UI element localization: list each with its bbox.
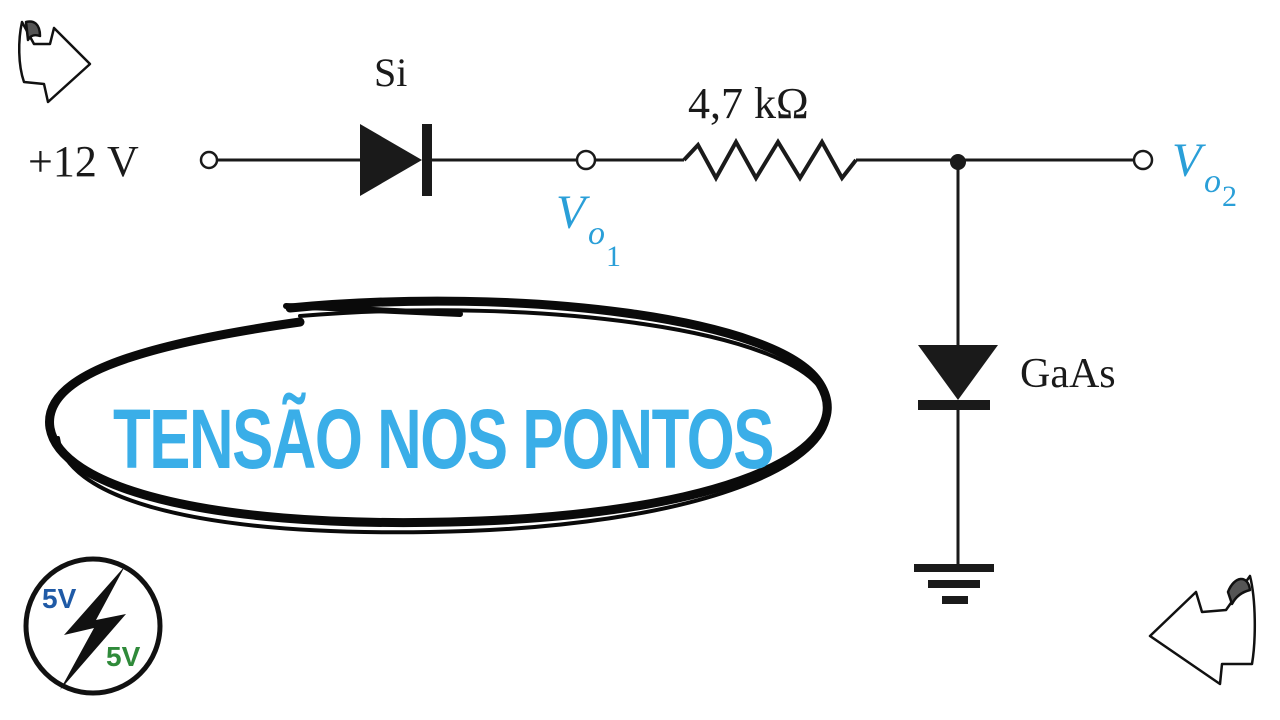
banner-ellipse [45, 296, 832, 535]
source-label: +12 V [28, 137, 139, 186]
gaas-label: GaAs [1020, 351, 1116, 397]
vo1-label: V o 1 [556, 186, 621, 273]
wires [216, 137, 1134, 565]
resistor-label: 4,7 kΩ [688, 79, 809, 128]
logo-bottom-text: 5V [106, 641, 141, 672]
resistor [682, 137, 858, 183]
vo2-main: V [1172, 134, 1206, 187]
ground-symbol [914, 564, 994, 604]
logo: 5V 5V [23, 556, 163, 696]
vo2-subsub: 2 [1222, 180, 1237, 213]
junction-node [950, 154, 966, 170]
si-label: Si [374, 50, 407, 95]
source-terminal [199, 150, 219, 170]
vo2-sub: o [1204, 163, 1221, 200]
banner-title: TENSÃO NOS PONTOS [113, 392, 773, 486]
gaas-diode [918, 345, 998, 410]
vo2-terminal [1132, 149, 1154, 171]
si-diode [360, 124, 432, 196]
vo2-label: V o 2 [1172, 134, 1237, 213]
vo1-terminal [575, 149, 597, 171]
vo1-sub: o [588, 215, 605, 252]
logo-top-text: 5V [42, 583, 77, 614]
vo1-main: V [556, 186, 590, 239]
arrow-left-icon [1148, 574, 1257, 686]
arrow-right-icon [18, 20, 92, 104]
lightning-bolt-icon [60, 566, 126, 690]
vo1-subsub: 1 [606, 240, 621, 273]
